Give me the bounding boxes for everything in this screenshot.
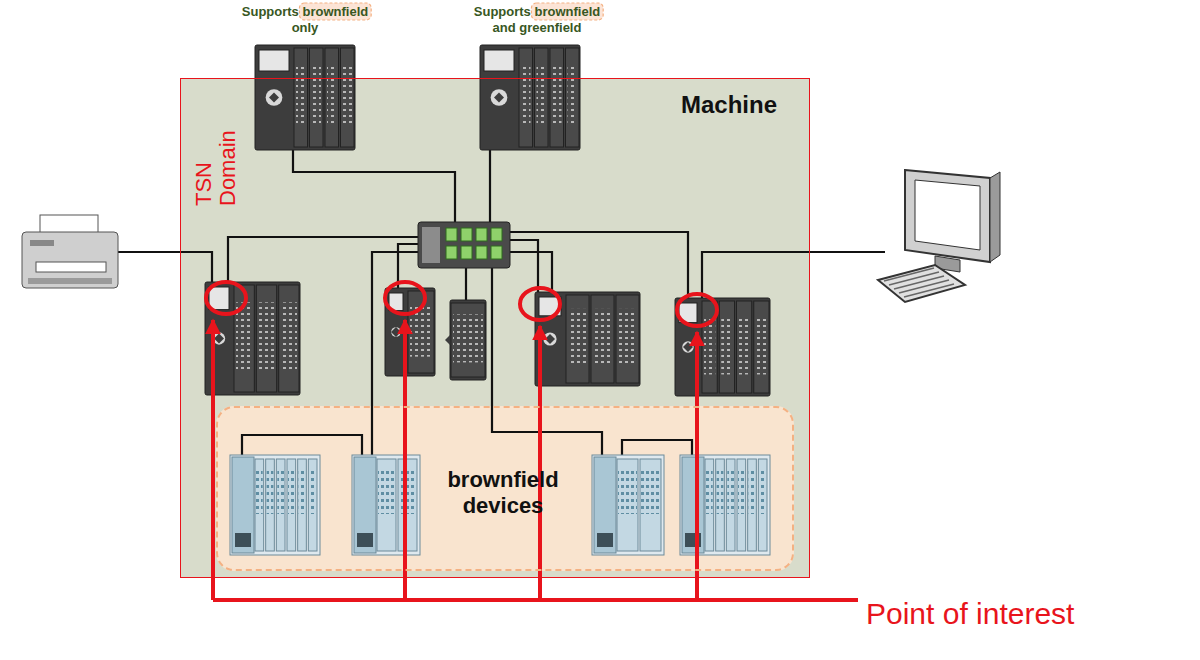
network-cable xyxy=(510,240,538,292)
network-cable xyxy=(293,150,455,222)
network-cable xyxy=(465,268,467,300)
callout-arrow xyxy=(403,320,407,600)
callout-arrow xyxy=(695,332,699,600)
region-title: brownfield devices xyxy=(433,467,573,519)
network-cable xyxy=(228,237,418,282)
controller-device xyxy=(675,298,770,396)
tsn-machine-region: TSN Domain Machine brownfield devices xyxy=(180,78,810,578)
network-switch xyxy=(418,222,510,268)
callout-circle xyxy=(206,282,246,314)
controller-caption: Supports brownfield only xyxy=(231,4,379,36)
controller-device xyxy=(255,45,355,150)
brownfield-device xyxy=(592,455,664,555)
network-cable xyxy=(118,252,212,282)
region-title: Machine xyxy=(681,91,777,119)
controller-device xyxy=(385,288,435,376)
brownfield-device xyxy=(230,455,320,555)
printer-icon xyxy=(22,215,118,288)
controller-caption: Supports brownfield and greenfield xyxy=(463,4,611,36)
brownfield-region: brownfield devices xyxy=(216,406,794,571)
controller-device xyxy=(480,45,580,150)
callout-circle xyxy=(520,288,560,320)
network-cable xyxy=(622,440,692,455)
controller-device xyxy=(535,292,640,386)
brownfield-device xyxy=(680,455,770,555)
callout-arrow xyxy=(538,326,542,600)
callout-circle xyxy=(385,282,425,314)
callout-arrow xyxy=(211,320,215,600)
network-cable xyxy=(242,435,362,455)
callout-circle xyxy=(677,294,717,326)
callout-leader xyxy=(213,598,858,602)
network-cable xyxy=(702,252,885,298)
callout-text: Point of interest xyxy=(866,596,1074,632)
controller-device xyxy=(445,300,486,380)
controller-device xyxy=(205,282,300,395)
tsn-machine-region-fill xyxy=(180,78,810,578)
network-cable xyxy=(489,150,491,222)
network-cable xyxy=(510,252,552,292)
brownfield-region-fill xyxy=(216,406,794,571)
brownfield-device xyxy=(352,455,420,555)
computer-icon xyxy=(878,170,1000,302)
region-label: TSN Domain xyxy=(192,116,240,206)
